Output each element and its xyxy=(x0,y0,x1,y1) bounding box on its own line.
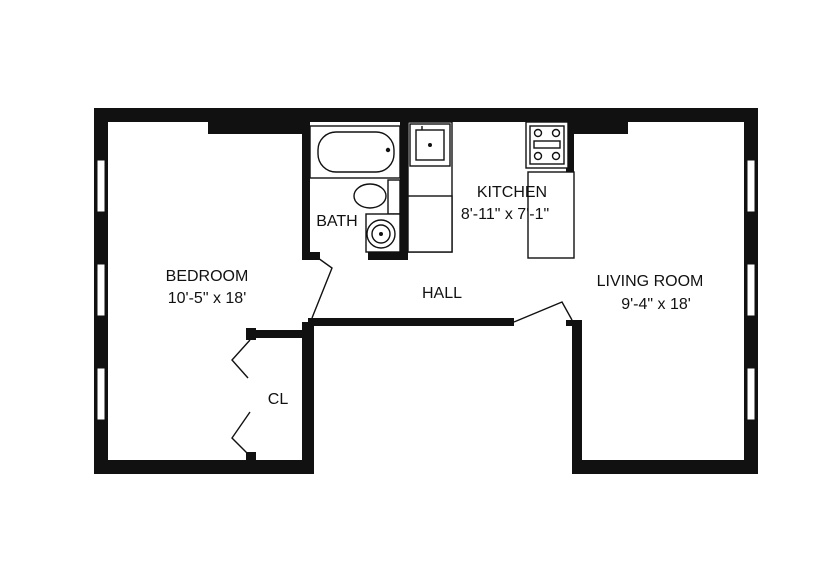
bedroom-door-jamb xyxy=(302,252,320,260)
bedroom-dims: 10'-5" x 18' xyxy=(168,290,247,307)
hall-door xyxy=(513,301,573,323)
closet-top-wall xyxy=(250,330,308,338)
living-bottom-wall xyxy=(574,460,758,474)
bath-left-wall xyxy=(302,122,310,260)
kitchen-label: KITCHEN xyxy=(477,184,547,201)
closet-bottom-cap xyxy=(246,452,256,462)
stove xyxy=(525,121,569,169)
toilet xyxy=(353,179,401,215)
closet-top-cap xyxy=(246,328,256,340)
bath-kitchen-wall xyxy=(400,122,408,260)
hall-bottom-wall xyxy=(308,318,514,326)
kitchen-cabinet xyxy=(527,171,575,259)
bedroom-bottom-wall xyxy=(94,460,314,474)
window-right-3 xyxy=(746,367,756,421)
bedroom-top-wall-thick xyxy=(208,122,304,134)
kitchen-living-wall xyxy=(566,122,574,172)
bath-sink xyxy=(365,213,401,253)
refrigerator xyxy=(407,195,453,253)
window-left-2 xyxy=(96,263,106,317)
bath-bottom-wall xyxy=(368,252,408,260)
closet-label: CL xyxy=(268,391,289,408)
hall-label: HALL xyxy=(422,285,462,302)
window-right-2 xyxy=(746,263,756,317)
bedroom-right-lower-wall xyxy=(302,322,314,474)
living-top-wall-thick xyxy=(572,122,628,134)
kitchen-sink xyxy=(409,123,451,167)
living-room-dims: 9'-4" x 18' xyxy=(621,296,691,313)
window-right-1 xyxy=(746,159,756,213)
living-left-lower-wall xyxy=(572,322,582,474)
hall-door-jamb-right xyxy=(566,320,582,326)
top-wall xyxy=(94,108,758,122)
doors xyxy=(231,257,573,457)
bathtub xyxy=(309,125,401,179)
windows xyxy=(96,159,756,421)
kitchen-dims: 8'-11" x 7'-1" xyxy=(461,206,549,223)
living-room-label: LIVING ROOM xyxy=(597,273,704,290)
window-left-3 xyxy=(96,367,106,421)
window-left-1 xyxy=(96,159,106,213)
bedroom-label: BEDROOM xyxy=(166,268,249,285)
closet-door-top xyxy=(231,339,251,379)
bedroom-door xyxy=(311,257,333,319)
interior-walls xyxy=(246,122,582,462)
closet-door-bottom xyxy=(231,411,251,457)
bath-label: BATH xyxy=(316,213,357,230)
